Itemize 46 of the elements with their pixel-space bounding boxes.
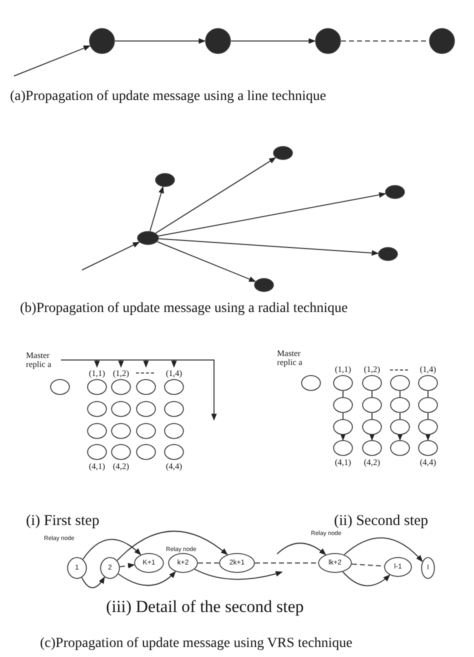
arrow: [230, 38, 316, 44]
arrow: [158, 192, 386, 237]
coordinate-label: (1,2): [112, 368, 130, 378]
caption: (i) First step: [26, 513, 100, 530]
coordinate-label: (4,1): [88, 461, 106, 471]
arrow: [116, 530, 228, 561]
coordinate-label: (1,4): [166, 368, 182, 378]
caption: (a)Propagation of update message using a line technique: [10, 89, 326, 105]
arrow: [118, 571, 176, 586]
arrow: [14, 45, 91, 76]
coordinate-label: (1,4): [420, 364, 436, 374]
caption: (iii) Detail of the second step: [106, 597, 304, 617]
connector-line: [342, 390, 344, 398]
coordinate-label: (4,2): [364, 457, 380, 467]
caption: (c)Propagation of update message using VRS technique: [40, 636, 352, 652]
coordinate-label: (1,2): [364, 364, 380, 374]
arrow: [397, 434, 403, 441]
arrow: [82, 538, 142, 560]
arrow: [425, 434, 431, 441]
connector-line: [342, 412, 344, 420]
connector-line: [254, 562, 318, 564]
coordinate-label: (4,1): [334, 457, 352, 467]
arrow: [82, 242, 140, 270]
arrow: [81, 576, 105, 588]
arrow: [369, 434, 375, 441]
arrow: [158, 238, 379, 256]
coordinate-label: (4,2): [112, 461, 130, 471]
caption: (ii) Second step: [334, 513, 428, 530]
node-label: Master replic a: [26, 351, 52, 370]
coordinate-label: (1,1): [88, 368, 106, 378]
arrow: [194, 568, 283, 580]
coordinate-label: (1,1): [334, 364, 352, 374]
node-label: Master replic a: [277, 349, 304, 368]
arrow: [155, 157, 276, 234]
arrow: [150, 186, 164, 232]
arrow: [342, 571, 390, 586]
arrow: [276, 542, 326, 556]
arrow: [114, 38, 206, 44]
coordinate-label: (4,4): [166, 461, 182, 471]
arrow: [156, 241, 256, 282]
connector-line: [198, 562, 220, 564]
arrow: [119, 562, 135, 568]
arrow: [340, 434, 346, 441]
caption: (b)Propagation of update message using a radial technique: [20, 301, 348, 317]
arrow: [344, 538, 423, 562]
coordinate-label: (4,4): [420, 457, 436, 467]
